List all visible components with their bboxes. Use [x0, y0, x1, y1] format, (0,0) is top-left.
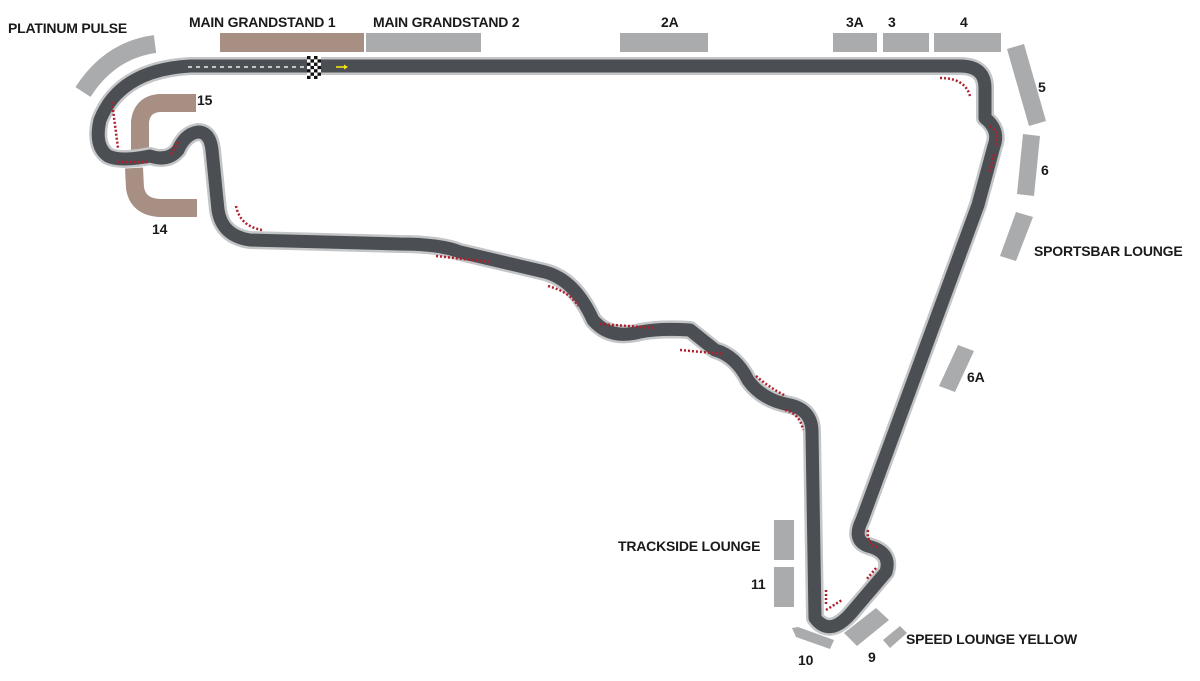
kerb: [988, 153, 996, 173]
kerbs: [110, 76, 999, 612]
kerb: [989, 124, 999, 147]
labels: PLATINUM PULSE MAIN GRANDSTAND 1 MAIN GR…: [8, 14, 1183, 668]
label-speed-lounge-yellow: SPEED LOUNGE YELLOW: [906, 631, 1078, 647]
kerb: [784, 408, 805, 431]
label-grandstand-9: 9: [868, 649, 876, 665]
label-grandstand-6: 6: [1041, 162, 1049, 178]
kerb: [865, 567, 877, 581]
grandstands: [75, 33, 1046, 649]
grandstand-11-block[interactable]: [774, 567, 794, 607]
label-grandstand-3a: 3A: [846, 14, 864, 30]
label-grandstand-11: 11: [751, 576, 766, 592]
kerb: [599, 322, 657, 330]
track-surface: [91, 59, 1003, 634]
grandstand-3-block[interactable]: [883, 33, 929, 52]
label-grandstand-4: 4: [960, 14, 968, 30]
kerb: [939, 76, 972, 97]
kerb: [168, 141, 180, 157]
label-main-grandstand-1: MAIN GRANDSTAND 1: [189, 14, 336, 30]
label-main-grandstand-2: MAIN GRANDSTAND 2: [373, 14, 520, 30]
main-grandstand-2-block[interactable]: [366, 33, 481, 52]
checkered-flag-icon: [307, 56, 321, 79]
main-grandstand-1-block[interactable]: [220, 33, 364, 52]
grandstand-14-block[interactable]: [125, 167, 197, 217]
kerb: [825, 598, 843, 612]
trackside-lounge-block[interactable]: [774, 520, 794, 560]
label-grandstand-2a: 2A: [661, 14, 679, 30]
platinum-pulse-block[interactable]: [75, 35, 157, 98]
kerb: [755, 375, 787, 398]
grandstand-3a-block[interactable]: [833, 33, 877, 52]
grandstand-10-block[interactable]: [792, 627, 834, 649]
label-grandstand-14: 14: [152, 221, 168, 237]
grandstand-6a-block[interactable]: [939, 345, 974, 392]
race-track: [89, 56, 1005, 636]
grandstand-15-block[interactable]: [131, 94, 196, 150]
label-grandstand-5: 5: [1038, 79, 1046, 95]
kerb: [547, 284, 580, 307]
kerb: [866, 529, 881, 550]
direction-arrow-icon: [336, 64, 348, 70]
label-grandstand-6a: 6A: [967, 369, 985, 385]
label-grandstand-3: 3: [888, 14, 896, 30]
sportsbar-lounge-block[interactable]: [1000, 212, 1033, 261]
label-sportsbar-lounge: SPORTSBAR LOUNGE: [1034, 243, 1182, 259]
grandstand-2a-block[interactable]: [620, 33, 708, 52]
kerb: [435, 254, 491, 264]
label-grandstand-10: 10: [798, 652, 814, 668]
kerb: [679, 348, 725, 356]
label-grandstand-15: 15: [197, 92, 213, 108]
kerb: [234, 205, 263, 232]
label-trackside-lounge: TRACKSIDE LOUNGE: [618, 538, 760, 554]
grandstand-5-block[interactable]: [1007, 44, 1046, 126]
label-platinum-pulse: PLATINUM PULSE: [8, 20, 127, 36]
grandstand-9-block[interactable]: [844, 608, 889, 646]
speed-lounge-yellow-block[interactable]: [883, 626, 907, 648]
grandstand-6-block[interactable]: [1017, 134, 1040, 196]
grandstand-4-block[interactable]: [934, 33, 1001, 52]
